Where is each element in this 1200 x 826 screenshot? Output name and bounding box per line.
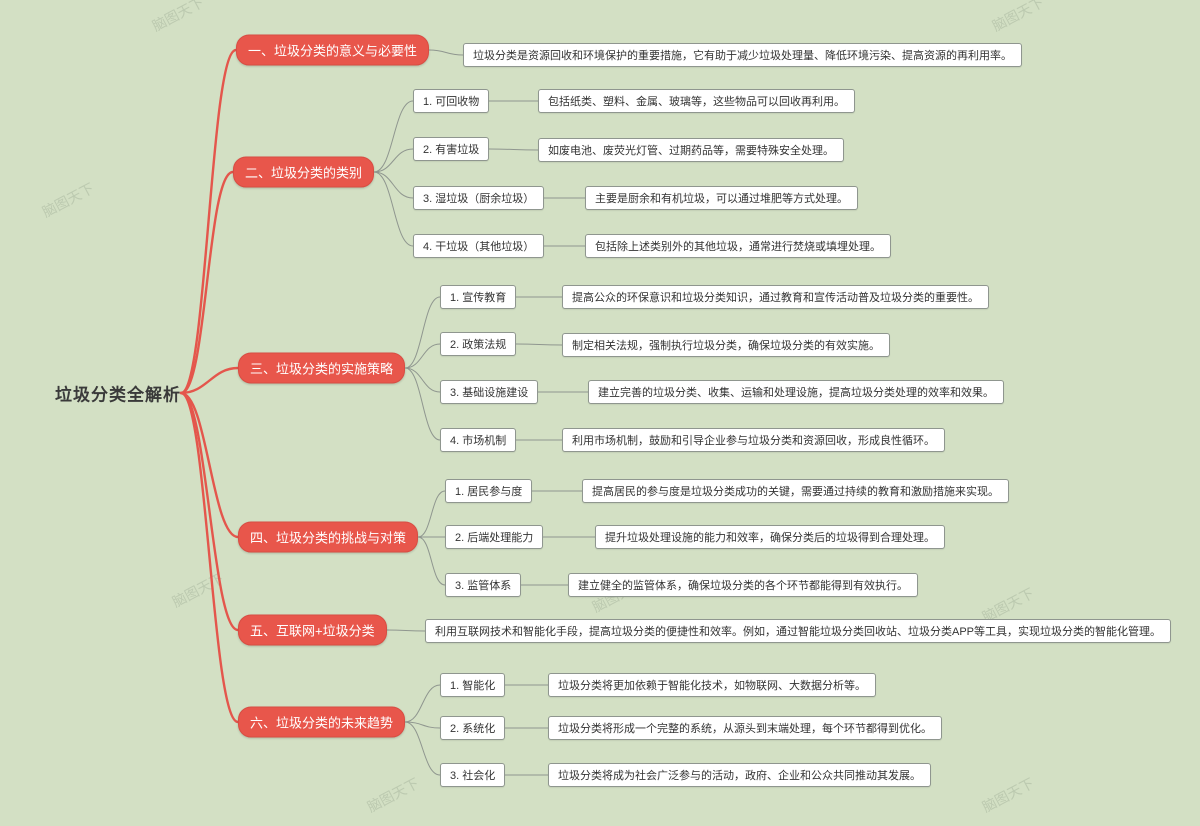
- branch-6-child-2-detail[interactable]: 垃圾分类将形成一个完整的系统，从源头到末端处理，每个环节都得到优化。: [548, 716, 942, 740]
- branch-4-child-3-node[interactable]: 3. 监管体系: [445, 573, 522, 597]
- branch-2-node[interactable]: 二、垃圾分类的类别: [233, 156, 375, 188]
- branch-4-child-2-detail[interactable]: 提升垃圾处理设施的能力和效率，确保分类后的垃圾得到合理处理。: [595, 525, 945, 549]
- branch-6-node[interactable]: 六、垃圾分类的未来趋势: [238, 706, 406, 738]
- branch-2-child-4-node[interactable]: 4. 干垃圾（其他垃圾）: [413, 234, 545, 258]
- branch-3-node[interactable]: 三、垃圾分类的实施策略: [238, 352, 406, 384]
- branch-6-child-3-node[interactable]: 3. 社会化: [440, 763, 506, 787]
- branch-2-child-3-node[interactable]: 3. 湿垃圾（厨余垃圾）: [413, 186, 545, 210]
- branch-3-child-4-detail[interactable]: 利用市场机制，鼓励和引导企业参与垃圾分类和资源回收，形成良性循环。: [562, 428, 945, 452]
- branch-1-detail[interactable]: 垃圾分类是资源回收和环境保护的重要措施，它有助于减少垃圾处理量、降低环境污染、提…: [463, 43, 1022, 67]
- branch-5-node[interactable]: 五、互联网+垃圾分类: [238, 614, 387, 646]
- branch-4-child-3-detail[interactable]: 建立健全的监管体系，确保垃圾分类的各个环节都能得到有效执行。: [568, 573, 918, 597]
- root-node[interactable]: 垃圾分类全解析: [55, 385, 181, 405]
- branch-2-child-1-node[interactable]: 1. 可回收物: [413, 89, 490, 113]
- branch-2-child-1-detail[interactable]: 包括纸类、塑料、金属、玻璃等，这些物品可以回收再利用。: [538, 89, 855, 113]
- branch-3-child-3-node[interactable]: 3. 基础设施建设: [440, 380, 539, 404]
- branch-5-detail[interactable]: 利用互联网技术和智能化手段，提高垃圾分类的便捷性和效率。例如，通过智能垃圾分类回…: [425, 619, 1172, 643]
- branch-3-child-2-node[interactable]: 2. 政策法规: [440, 332, 517, 356]
- branch-1-node[interactable]: 一、垃圾分类的意义与必要性: [236, 34, 430, 66]
- branch-4-node[interactable]: 四、垃圾分类的挑战与对策: [238, 521, 419, 553]
- branch-4-child-2-node[interactable]: 2. 后端处理能力: [445, 525, 544, 549]
- branch-3-child-1-detail[interactable]: 提高公众的环保意识和垃圾分类知识，通过教育和宣传活动普及垃圾分类的重要性。: [562, 285, 989, 309]
- branch-6-child-3-detail[interactable]: 垃圾分类将成为社会广泛参与的活动，政府、企业和公众共同推动其发展。: [548, 763, 931, 787]
- branch-2-child-4-detail[interactable]: 包括除上述类别外的其他垃圾，通常进行焚烧或填埋处理。: [585, 234, 891, 258]
- branch-3-child-4-node[interactable]: 4. 市场机制: [440, 428, 517, 452]
- branch-4-child-1-node[interactable]: 1. 居民参与度: [445, 479, 533, 503]
- branch-6-child-1-detail[interactable]: 垃圾分类将更加依赖于智能化技术，如物联网、大数据分析等。: [548, 673, 876, 697]
- branch-2-child-3-detail[interactable]: 主要是厨余和有机垃圾，可以通过堆肥等方式处理。: [585, 186, 858, 210]
- branch-3-child-2-detail[interactable]: 制定相关法规，强制执行垃圾分类，确保垃圾分类的有效实施。: [562, 333, 890, 357]
- branch-3-child-1-node[interactable]: 1. 宣传教育: [440, 285, 517, 309]
- branch-3-child-3-detail[interactable]: 建立完善的垃圾分类、收集、运输和处理设施，提高垃圾分类处理的效率和效果。: [588, 380, 1004, 404]
- branch-6-child-2-node[interactable]: 2. 系统化: [440, 716, 506, 740]
- branch-6-child-1-node[interactable]: 1. 智能化: [440, 673, 506, 697]
- branch-2-child-2-node[interactable]: 2. 有害垃圾: [413, 137, 490, 161]
- branch-4-child-1-detail[interactable]: 提高居民的参与度是垃圾分类成功的关键，需要通过持续的教育和激励措施来实现。: [582, 479, 1009, 503]
- branch-2-child-2-detail[interactable]: 如废电池、废荧光灯管、过期药品等，需要特殊安全处理。: [538, 138, 844, 162]
